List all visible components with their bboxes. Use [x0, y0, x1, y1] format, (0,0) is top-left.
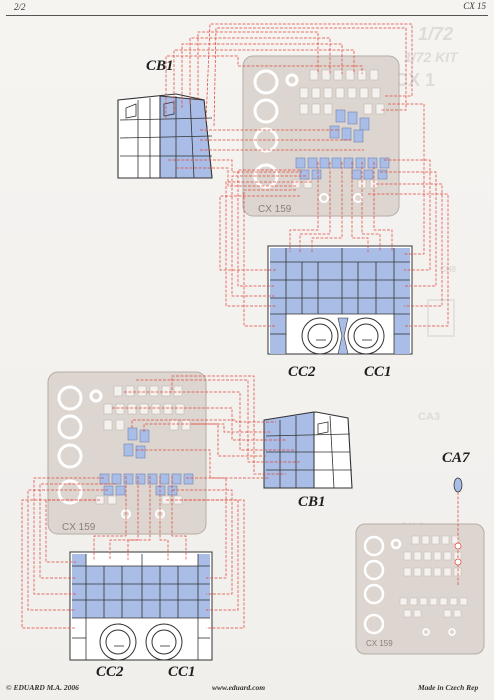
lower-fret-text: CX 159	[62, 522, 96, 533]
footer-origin: Made in Czech Rep	[418, 683, 479, 692]
svg-text:1/72: 1/72	[418, 24, 453, 44]
lower-cb1-part	[263, 411, 353, 489]
header-rule	[6, 15, 488, 16]
upper-fret-blue-parts	[295, 109, 390, 180]
kit-code: CX 15	[463, 1, 486, 11]
ca7-part	[453, 477, 463, 493]
small-fret-dials	[363, 535, 402, 635]
lower-leader-lines	[21, 375, 300, 629]
lower-cc1-label: CC1	[168, 664, 196, 680]
svg-text:CX 1: CX 1	[395, 70, 435, 90]
small-fret-text: CX 159	[366, 639, 393, 648]
upper-fret-small-parts	[291, 69, 385, 189]
lower-fret-dials	[57, 385, 103, 505]
upper-diagram: CX 159	[117, 23, 449, 355]
small-fret	[355, 523, 485, 655]
ca7-label: CA7	[442, 450, 470, 466]
page-number: 2/2	[14, 2, 26, 12]
upper-cc-panel	[267, 245, 413, 355]
upper-cb1-label: CB1	[146, 58, 174, 74]
lower-cb1-label: CB1	[298, 494, 326, 510]
upper-cc1-label: CC1	[364, 364, 392, 380]
lower-diagram: CX 159	[21, 371, 353, 661]
upper-leader-lines	[165, 23, 449, 327]
svg-text:1/72 KIT: 1/72 KIT	[404, 49, 459, 65]
small-fret-parts	[399, 535, 468, 618]
lower-cc2-label: CC2	[96, 664, 124, 680]
page-header: 2/2 CX 15	[0, 0, 494, 16]
footer-copyright: © EDUARD M.A. 2006	[6, 683, 79, 692]
upper-cc2-label: CC2	[288, 364, 316, 380]
footer-website[interactable]: www.eduard.com	[212, 683, 266, 692]
upper-fret-text: CX 159	[258, 204, 292, 215]
lower-cc-panel	[69, 551, 213, 661]
upper-cb1-part	[117, 93, 213, 179]
svg-text:CA3: CA3	[418, 411, 440, 423]
small-diagram: CX 159	[355, 477, 485, 655]
